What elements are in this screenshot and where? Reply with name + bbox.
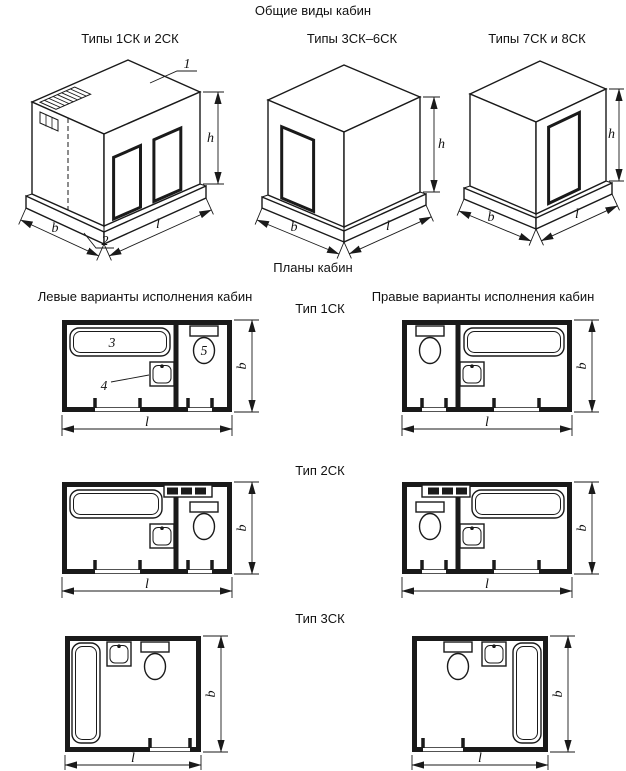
- end-wall-grille: [39, 111, 59, 132]
- plan-type2-left: b l: [62, 482, 259, 598]
- plan-type1-left: b l 3 4 5: [62, 320, 259, 436]
- dim-l-label: l: [485, 415, 489, 430]
- callout-3: 3: [108, 335, 116, 350]
- main-title: Общие виды кабин: [255, 3, 371, 18]
- dim-l-label: l: [145, 577, 149, 592]
- plan-type3-left: b l: [65, 636, 228, 770]
- dim-h: h: [203, 91, 224, 185]
- door-opening-1: [112, 143, 142, 222]
- dim-b-label: b: [575, 363, 590, 370]
- dim-h: h: [608, 88, 624, 182]
- dim-b-label: b: [52, 221, 59, 236]
- dim-l: l: [343, 204, 434, 259]
- callout-1: 1: [184, 57, 191, 72]
- left-column-header: Левые варианты исполнения кабин: [38, 289, 253, 304]
- door-opening: [280, 124, 316, 214]
- dim-h-label: h: [438, 137, 445, 152]
- dim-b-label: b: [291, 220, 298, 235]
- dim-h: h: [423, 96, 445, 193]
- dim-l-label: l: [575, 207, 579, 222]
- door-opening: [547, 110, 581, 206]
- dim-l-label: l: [145, 415, 149, 430]
- dim-l-label: l: [156, 217, 160, 232]
- iso3-label: Типы 7СК и 8СК: [488, 31, 586, 46]
- iso2-label: Типы 3СК–6СК: [307, 31, 398, 46]
- plan-type2-right: b l: [402, 482, 599, 598]
- plans-title: Планы кабин: [273, 260, 352, 275]
- iso-view-types-3sk-6sk: b l h: [254, 64, 445, 259]
- plan-type1-right: b l: [402, 320, 599, 436]
- type1-label: Тип 1СК: [295, 301, 345, 316]
- roof-vent-grille: [38, 86, 92, 110]
- iso1-label: Типы 1СК и 2СК: [81, 31, 179, 46]
- dim-b-label: b: [204, 691, 219, 698]
- dim-l-label: l: [478, 751, 482, 766]
- door-opening-2: [152, 125, 183, 204]
- dim-b: b: [18, 207, 105, 261]
- side-wall: [343, 95, 421, 229]
- plan-type3-right: b l: [412, 636, 575, 770]
- cabin-plan-mirrored: [402, 322, 572, 412]
- callout-5: 5: [201, 343, 208, 358]
- callout-4: 4: [101, 378, 108, 393]
- dim-h-label: h: [608, 127, 615, 142]
- dim-l: l: [535, 193, 620, 246]
- callout-2: 2: [102, 234, 109, 249]
- dim-b-label: b: [575, 525, 590, 532]
- dim-l-label: l: [131, 751, 135, 766]
- cabin-plan: [65, 639, 201, 753]
- dim-l-label: l: [386, 219, 390, 234]
- type2-label: Тип 2СК: [295, 463, 345, 478]
- dim-b: b: [456, 198, 537, 246]
- cabin-plan: [62, 322, 232, 412]
- cabin-plan-mirrored: [402, 484, 572, 574]
- type3-label: Тип 3СК: [295, 611, 345, 626]
- dim-b-label: b: [235, 525, 250, 532]
- cabin-plan-mirrored: [412, 639, 548, 753]
- callout-4-leader: [110, 374, 150, 383]
- dim-h-label: h: [207, 131, 214, 146]
- dim-b: b: [254, 207, 345, 259]
- dim-b-label: b: [551, 691, 566, 698]
- dim-b-label: b: [235, 363, 250, 370]
- right-column-header: Правые варианты исполнения кабин: [372, 289, 595, 304]
- dim-b-label: b: [488, 210, 495, 225]
- callout-1-leader: [149, 70, 197, 84]
- iso-view-types-1sk-2sk: 1 2 b l h: [18, 57, 224, 261]
- cabin-plan: [62, 484, 232, 574]
- dim-l-label: l: [485, 577, 489, 592]
- dim-l: l: [103, 197, 214, 261]
- iso-view-types-7sk-8sk: b l h: [456, 60, 624, 246]
